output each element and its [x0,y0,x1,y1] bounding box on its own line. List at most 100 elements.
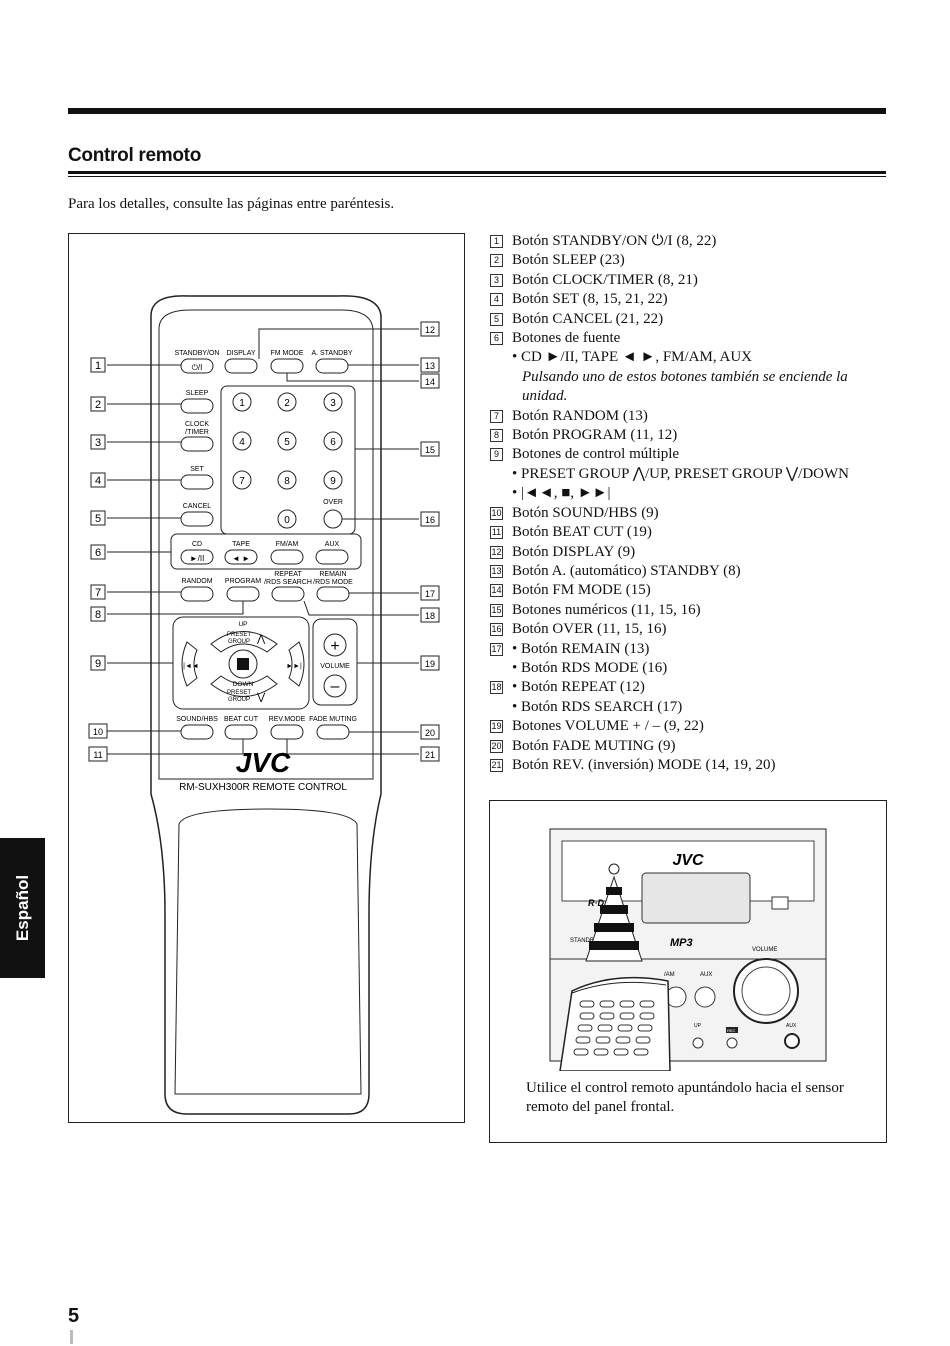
front-panel-illustration: JVC R·D STANDBY MP3 VOLUME /AM AUX UP RE… [489,800,887,1143]
callout-15: 15 [425,445,435,455]
list-subitem: • CD ►/II, TAPE ◄ ►, FM/AM, AUX [512,349,752,366]
callout-4: 4 [95,475,101,487]
standby-on-label: STANDBY/ON [175,350,220,357]
remote-svg: STANDBY/ON ⏻/I DISPLAY FM MODE A. STANDB… [88,295,440,1115]
item-text: • Botón REMAIN (13) [512,640,650,657]
item-number: 7 [490,409,503,423]
sleep-label: SLEEP [186,390,209,397]
random-label: RANDOM [181,578,212,585]
remote-brand: JVC [236,747,291,778]
display-label: DISPLAY [226,350,255,357]
aux2-text: AUX [786,1023,797,1029]
callout-13: 13 [425,361,435,371]
item-number: 20 [490,739,503,753]
preset-down-label-1: PRESET [227,690,251,696]
item-text: Botones VOLUME + / – (9, 22) [512,718,704,735]
callout-17: 17 [425,589,435,599]
svg-text:⋀: ⋀ [256,634,266,645]
callout-3: 3 [95,437,101,449]
mp3-logo: MP3 [670,937,693,949]
a-standby-label: A. STANDBY [311,350,352,357]
callout-5: 5 [95,513,101,525]
item-text: Botón BEAT CUT (19) [512,524,652,541]
item-text: Botón CANCEL (21, 22) [512,310,664,327]
item-text: Botón STANDBY/ON ⏻/I (8, 22) [512,233,717,249]
list-item: 3 Botón CLOCK/TIMER (8, 21) [490,271,890,290]
item-text: Botones numéricos (11, 15, 16) [512,601,701,618]
item-text: Botones de fuente [512,330,621,347]
beat-cut-label: BEAT CUT [224,716,259,723]
list-item: 18 • Botón REPEAT (12) [490,678,890,697]
list-item: 1 Botón STANDBY/ON ⏻/I (8, 22) [490,232,890,251]
list-item: 19 Botones VOLUME + / – (9, 22) [490,717,890,736]
item-text: Botón PROGRAM (11, 12) [512,427,678,444]
volume-text: VOLUME [752,947,777,953]
set-label: SET [190,466,204,473]
num-6: 6 [330,437,336,448]
callout-16: 16 [425,515,435,525]
item-text: Botón REV. (inversión) MODE (14, 19, 20) [512,756,776,773]
rds-logo: R·D [588,898,604,908]
fmam-text: /AM [664,972,675,978]
list-item: 15 Botones numéricos (11, 15, 16) [490,601,890,620]
callout-8: 8 [95,609,101,621]
callout-1: 1 [95,360,101,372]
item-number: 10 [490,506,503,520]
item-text: Botón OVER (11, 15, 16) [512,621,667,638]
volume-label: VOLUME [320,663,350,670]
cd-symbol: ►/II [190,554,205,563]
num-3: 3 [330,398,336,409]
callout-7: 7 [95,587,101,599]
num-8: 8 [284,476,290,487]
repeat-label-1: REPEAT [274,571,302,578]
repeat-label-2: /RDS SEARCH [264,579,312,586]
item-number: 2 [490,254,503,268]
cd-label: CD [192,541,202,548]
fade-muting-label: FADE MUTING [309,716,357,723]
up-text: UP [694,1023,702,1029]
item-text: Botón RANDOM (13) [512,407,648,424]
num-0: 0 [284,515,290,526]
item-number: 3 [490,273,503,287]
front-panel-svg: JVC R·D STANDBY MP3 VOLUME /AM AUX UP RE… [549,828,827,1071]
num-5: 5 [284,437,290,448]
item-text: • Botón REPEAT (12) [512,679,645,696]
item-number: 19 [490,720,503,734]
item-number: 21 [490,758,503,772]
item-text: Botón FADE MUTING (9) [512,737,676,754]
list-subitem: • Botón RDS MODE (16) [512,659,668,676]
item-number: 15 [490,603,503,617]
item-text: Botón FM MODE (15) [512,582,651,599]
item-text: Botón CLOCK/TIMER (8, 21) [512,271,698,288]
title-rule-thin [68,176,886,177]
item-number: 18 [490,681,503,695]
callout-14: 14 [425,377,435,387]
item-number: 8 [490,429,503,443]
list-item: 17• Botón REMAIN (13) [490,640,890,659]
callout-9: 9 [95,658,101,670]
list-note: Pulsando uno de estos botones también se… [522,368,848,405]
remain-label-1: REMAIN [319,571,346,578]
num-1: 1 [239,398,245,409]
item-number: 6 [490,332,503,346]
item-number: 13 [490,564,503,578]
item-number: 9 [490,448,503,462]
language-tab: Español [0,838,45,978]
remain-label-2: /RDS MODE [313,579,353,586]
callout-20: 20 [425,728,435,738]
callout-18: 18 [425,611,435,621]
num-7: 7 [239,476,245,487]
over-label: OVER [323,499,343,506]
item-number: 1 [490,235,503,248]
sound-hbs-label: SOUND/HBS [176,716,218,723]
svg-text:►►|: ►►| [286,663,302,670]
svg-text:|◄◄: |◄◄ [183,663,199,670]
item-text: Botón SET (8, 15, 21, 22) [512,291,668,308]
preset-up-label-1: PRESET [227,632,251,638]
